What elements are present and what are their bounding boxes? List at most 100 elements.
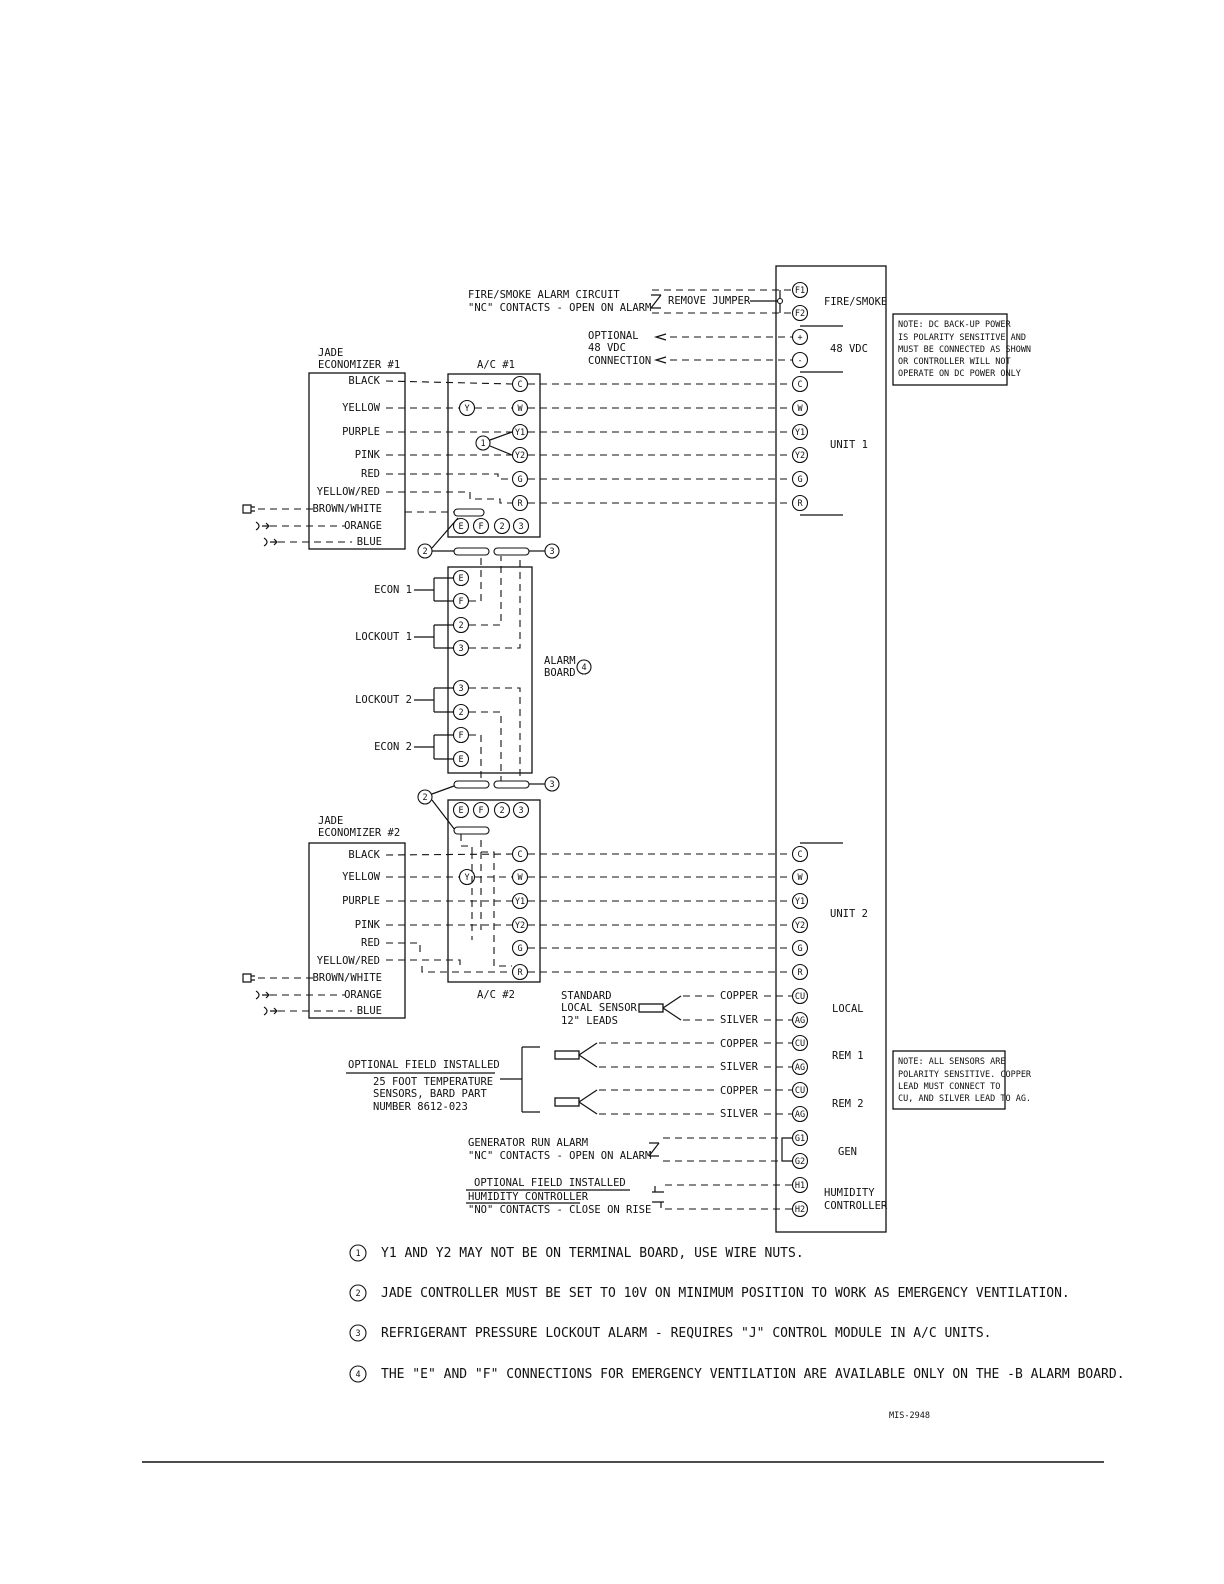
footnote-num: 2 xyxy=(355,1289,360,1299)
ac-terminal-c: C xyxy=(517,850,522,860)
econ1-title: ECONOMIZER #1 xyxy=(318,359,400,371)
terminal-f2: F2 xyxy=(795,309,805,319)
ac-terminal-y2: Y2 xyxy=(515,451,525,461)
silver-lead: SILVER xyxy=(720,1014,759,1026)
ac-terminal-w: W xyxy=(517,873,523,883)
wire-label: YELLOW xyxy=(342,402,381,414)
callout-4 xyxy=(576,659,592,675)
terminal-h2: H2 xyxy=(795,1205,805,1215)
wire-label: YELLOW xyxy=(342,871,381,883)
sensor-icon xyxy=(638,1003,664,1013)
wire-label: RED xyxy=(361,468,380,480)
ac2-title: A/C #2 xyxy=(477,989,515,1001)
note-dc-line: OPERATE ON DC POWER ONLY xyxy=(898,369,1021,379)
terminal-r: R xyxy=(797,499,803,509)
ac-terminal-y1: Y1 xyxy=(515,428,525,438)
ab-terminal-3: 3 xyxy=(458,684,463,694)
no-contact-symbol xyxy=(652,1186,664,1208)
callout-1: 1 xyxy=(480,439,485,449)
ac-terminal-g: G xyxy=(517,475,522,485)
ac-terminal-c: C xyxy=(517,380,522,390)
note-dc-line: OR CONTROLLER WILL NOT xyxy=(898,357,1011,367)
fire-alarm-label: FIRE/SMOKE ALARM CIRCUIT xyxy=(468,289,620,301)
ac-terminal-2: 2 xyxy=(499,522,504,532)
copper-lead: COPPER xyxy=(720,1085,759,1097)
ab-terminal-2: 2 xyxy=(458,621,463,631)
terminal-y2: Y2 xyxy=(795,451,805,461)
copper-lead: COPPER xyxy=(720,990,759,1002)
terminal-c: C xyxy=(797,380,802,390)
opt-sensor-label: 25 FOOT TEMPERATURE xyxy=(373,1076,493,1088)
ac-terminal-y2: Y2 xyxy=(515,921,525,931)
terminal-y1: Y1 xyxy=(795,897,805,907)
group-gen: GEN xyxy=(838,1146,857,1158)
callout-3-label: 3 xyxy=(549,547,554,557)
ab-terminal-2: 2 xyxy=(458,708,463,718)
alarm-board-label: BOARD xyxy=(544,667,576,679)
wire-label: PINK xyxy=(355,449,381,461)
terminal-g: G xyxy=(797,475,802,485)
sensor-icon xyxy=(554,1050,580,1060)
harness-connector xyxy=(453,547,490,556)
sensor-icon xyxy=(554,1097,580,1107)
terminal-g: G xyxy=(797,944,802,954)
footnote-text: JADE CONTROLLER MUST BE SET TO 10V ON MI… xyxy=(381,1286,1070,1301)
unit2-wires xyxy=(528,853,792,973)
terminal-g1: G1 xyxy=(795,1134,805,1144)
callout-leader xyxy=(431,785,456,831)
drawing-id: MIS-2948 xyxy=(889,1411,930,1421)
gen-alarm-label: "NC" CONTACTS - OPEN ON ALARM xyxy=(468,1150,651,1162)
ac-terminal-e: E xyxy=(458,522,463,532)
connector-icon xyxy=(255,990,270,1000)
group-humidity: HUMIDITY xyxy=(824,1187,875,1199)
connector-icon xyxy=(263,537,278,547)
econ2-label: ECON 2 xyxy=(374,741,412,753)
ac-terminal-r: R xyxy=(517,499,523,509)
group-bracket xyxy=(433,687,454,713)
jumper-bar xyxy=(453,508,485,517)
silver-lead: SILVER xyxy=(720,1061,759,1073)
callout-3 xyxy=(544,543,560,559)
terminal-y2: Y2 xyxy=(795,921,805,931)
econ1-wires: BLACK YELLOW PURPLE PINK RED YELLOW/RED … xyxy=(312,375,382,548)
harness-connector xyxy=(453,780,490,789)
callout-2-label: 2 xyxy=(422,793,427,803)
callout-leader xyxy=(431,517,459,552)
std-sensor-label: 12" LEADS xyxy=(561,1015,618,1027)
jumper-bar xyxy=(453,826,490,835)
note-dc-line: IS POLARITY SENSITIVE AND xyxy=(898,333,1026,343)
ac-terminal-2: 2 xyxy=(499,806,504,816)
terminal-y1: Y1 xyxy=(795,428,805,438)
callout-3-label: 3 xyxy=(549,780,554,790)
group-bracket xyxy=(433,624,454,649)
econ2-box xyxy=(308,842,406,1019)
note-sensor-line: NOTE: ALL SENSORS ARE xyxy=(898,1057,1005,1067)
econ1-label: ECON 1 xyxy=(374,584,412,596)
wire-label: YELLOW/RED xyxy=(317,486,380,498)
terminal-ag: AG xyxy=(795,1110,805,1120)
group-bracket xyxy=(433,734,454,760)
alarm-board-links xyxy=(469,556,521,781)
fire-alarm-label: "NC" CONTACTS - OPEN ON ALARM xyxy=(468,302,651,314)
opt-sensor-title: OPTIONAL FIELD INSTALLED xyxy=(348,1059,500,1071)
arrow-icon xyxy=(653,356,667,364)
wire-label: BROWN/WHITE xyxy=(312,972,382,984)
nc-contact-symbol xyxy=(648,1142,660,1157)
terminal-c: C xyxy=(797,850,802,860)
connector-icon xyxy=(263,1006,278,1016)
harness-connector xyxy=(493,547,530,556)
ac-terminal-g: G xyxy=(517,944,522,954)
optional-48-label: 48 VDC xyxy=(588,342,626,354)
econ1-title: JADE xyxy=(318,347,343,359)
note-sensor-box xyxy=(892,1050,1006,1110)
wire-label: PURPLE xyxy=(342,426,380,438)
footnote-text: Y1 AND Y2 MAY NOT BE ON TERMINAL BOARD, … xyxy=(381,1246,804,1261)
ac2-box xyxy=(447,799,541,983)
group-bracket xyxy=(433,577,454,602)
ac-terminal-f: F xyxy=(478,806,483,816)
ac2-terminals: E F 2 3 C W Y1 Y2 G R Y xyxy=(452,801,530,981)
ab-terminal-3: 3 xyxy=(458,644,463,654)
terminal-g2: G2 xyxy=(795,1157,805,1167)
ac-terminal-f: F xyxy=(478,522,483,532)
